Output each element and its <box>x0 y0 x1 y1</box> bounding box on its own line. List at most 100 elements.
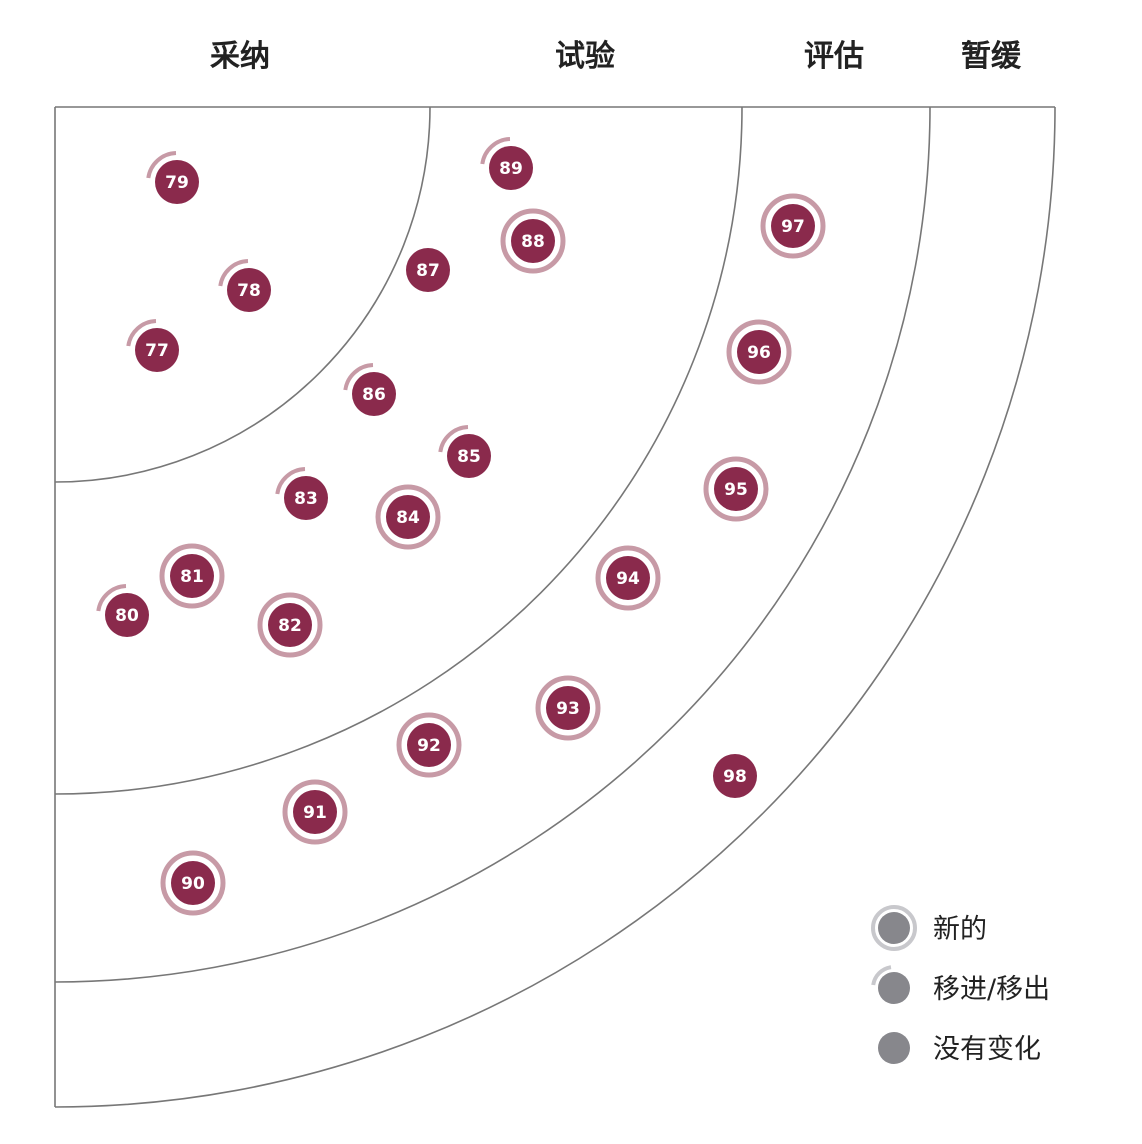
legend-item-moved: 移进/移出 <box>871 965 1050 1005</box>
blip-number: 89 <box>499 159 523 179</box>
blip-new-ring <box>535 675 601 741</box>
blip-number: 97 <box>781 217 805 237</box>
blip-dot <box>155 160 199 204</box>
blip-96[interactable]: 96 <box>726 319 792 385</box>
blip-number: 81 <box>180 567 204 587</box>
blip-88[interactable]: 88 <box>500 208 566 274</box>
blip-dot <box>284 476 328 520</box>
blip-85[interactable]: 85 <box>438 425 491 478</box>
blip-dot <box>171 861 215 905</box>
ring-label-adopt: 采纳 <box>210 39 270 74</box>
blip-new-ring <box>160 850 226 916</box>
legend-new-ring <box>871 905 917 951</box>
blip-97[interactable]: 97 <box>760 193 826 259</box>
blip-new-ring <box>375 484 441 550</box>
ring-headers: 采纳 试验 评估 暂缓 <box>210 39 1022 74</box>
blip-number: 82 <box>278 616 302 636</box>
ring-arc-trial <box>54 106 743 795</box>
blip-dot <box>407 723 451 767</box>
blip-80[interactable]: 80 <box>96 584 149 637</box>
blip-number: 87 <box>416 261 440 281</box>
blip-moved-arc <box>343 363 374 391</box>
blip-number: 83 <box>294 489 318 509</box>
blip-91[interactable]: 91 <box>282 779 348 845</box>
blip-94[interactable]: 94 <box>595 545 661 611</box>
blip-moved-arc <box>126 319 157 347</box>
blip-dot <box>714 467 758 511</box>
blip-77[interactable]: 77 <box>126 319 179 372</box>
blip-83[interactable]: 83 <box>275 467 328 520</box>
ring-arc-hold <box>54 106 1056 1108</box>
blip-number: 91 <box>303 803 327 823</box>
blip-dot <box>546 686 590 730</box>
legend-item-unchanged: 没有变化 <box>878 1032 1041 1065</box>
blip-86[interactable]: 86 <box>343 363 396 416</box>
blip-dot <box>771 204 815 248</box>
blip-90[interactable]: 90 <box>160 850 226 916</box>
legend-new-dot <box>878 912 910 944</box>
blip-dot <box>135 328 179 372</box>
blip-new-ring <box>595 545 661 611</box>
blip-number: 94 <box>616 569 640 589</box>
blip-87[interactable]: 87 <box>406 248 450 292</box>
blip-dot <box>227 268 271 312</box>
legend-label-moved: 移进/移出 <box>933 974 1050 1005</box>
blip-dot <box>406 248 450 292</box>
blip-moved-arc <box>96 584 127 612</box>
blip-89[interactable]: 89 <box>480 137 533 190</box>
blip-new-ring <box>282 779 348 845</box>
blip-dot <box>268 603 312 647</box>
blip-new-ring <box>257 592 323 658</box>
blip-82[interactable]: 82 <box>257 592 323 658</box>
blip-98[interactable]: 98 <box>713 754 757 798</box>
blip-new-ring <box>159 543 225 609</box>
blip-number: 98 <box>723 767 747 787</box>
blip-92[interactable]: 92 <box>396 712 462 778</box>
ring-arc-adopt <box>54 106 431 483</box>
blip-number: 90 <box>181 874 205 894</box>
legend-item-new: 新的 <box>871 905 987 951</box>
blip-number: 96 <box>747 343 771 363</box>
blip-95[interactable]: 95 <box>703 456 769 522</box>
blip-81[interactable]: 81 <box>159 543 225 609</box>
blip-93[interactable]: 93 <box>535 675 601 741</box>
blip-dot <box>606 556 650 600</box>
blip-dot <box>352 372 396 416</box>
blip-moved-arc <box>218 259 249 287</box>
blip-moved-arc <box>480 137 511 165</box>
legend: 新的 移进/移出 没有变化 <box>871 905 1050 1065</box>
blips-layer: 77 78 79 80 81 82 83 84 85 86 87 88 89 90 91 92 93 94 95 96… <box>96 137 826 916</box>
blip-moved-arc <box>146 151 177 179</box>
legend-unchanged-dot <box>878 1032 910 1064</box>
blip-number: 79 <box>165 173 189 193</box>
ring-label-assess: 评估 <box>804 39 864 74</box>
blip-dot <box>489 146 533 190</box>
blip-78[interactable]: 78 <box>218 259 271 312</box>
blip-new-ring <box>396 712 462 778</box>
legend-label-new: 新的 <box>933 914 987 945</box>
blip-dot <box>713 754 757 798</box>
legend-moved-dot <box>878 972 910 1004</box>
blip-84[interactable]: 84 <box>375 484 441 550</box>
blip-dot <box>447 434 491 478</box>
ring-arc-assess <box>54 106 931 983</box>
blip-new-ring <box>703 456 769 522</box>
quadrant-frame <box>54 106 1056 1108</box>
blip-new-ring <box>500 208 566 274</box>
blip-moved-arc <box>438 425 469 453</box>
blip-number: 80 <box>115 606 139 626</box>
blip-79[interactable]: 79 <box>146 151 199 204</box>
blip-dot <box>386 495 430 539</box>
blip-dot <box>170 554 214 598</box>
blip-number: 86 <box>362 385 386 405</box>
blip-number: 92 <box>417 736 441 756</box>
blip-dot <box>105 593 149 637</box>
blip-new-ring <box>760 193 826 259</box>
blip-number: 78 <box>237 281 261 301</box>
blip-dot <box>293 790 337 834</box>
blip-number: 93 <box>556 699 580 719</box>
blip-number: 95 <box>724 480 748 500</box>
ring-label-hold: 暂缓 <box>961 39 1022 74</box>
blip-number: 88 <box>521 232 545 252</box>
